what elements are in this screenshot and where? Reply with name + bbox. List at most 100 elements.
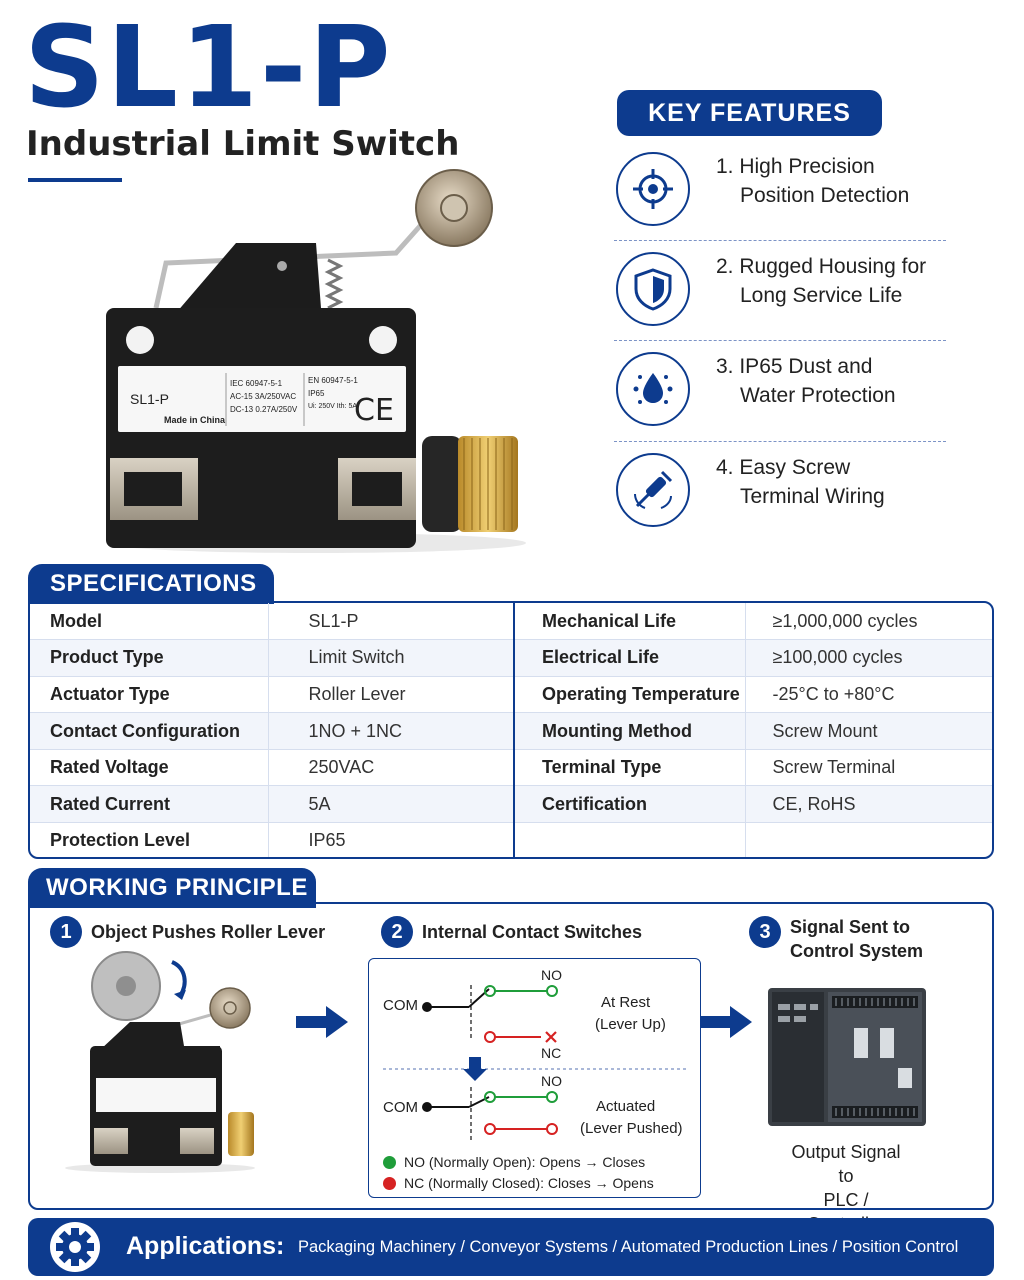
step-label-1: Object Pushes Roller Lever	[91, 922, 326, 942]
com-label: COM	[383, 997, 418, 1014]
label-std-line2: IP65	[308, 389, 325, 398]
actuated-label-line1: Actuated	[596, 1098, 656, 1115]
actuated-label-line2: (Lever Pushed)	[580, 1120, 683, 1137]
table-row: Operating Temperature-25°C to +80°C	[514, 676, 992, 714]
water-drop-icon	[616, 352, 690, 426]
applications-title: Applications:	[126, 1232, 285, 1260]
step-label-3-line2: Control System	[790, 941, 924, 961]
spec-key: Actuator Type	[30, 676, 269, 714]
label-std-line3: Ui: 250V Ith: 5A	[308, 403, 357, 410]
label-spec-line2: AC-15 3A/250VAC	[230, 392, 296, 401]
crosshair-target-icon	[616, 152, 690, 226]
applications-bar: Applications: Packaging Machinery / Conv…	[28, 1218, 994, 1276]
step-number-3: 3	[749, 916, 781, 948]
com-label-actuated: COM	[383, 1099, 418, 1116]
feature-divider	[614, 240, 946, 241]
feature-line1: 2. Rugged Housing for	[716, 255, 927, 278]
legend-no-dot	[383, 1156, 396, 1169]
gear-icon	[50, 1222, 100, 1272]
spec-key: Protection Level	[30, 822, 269, 857]
spec-value: ≥1,000,000 cycles	[745, 603, 992, 641]
step-label-3-line1: Signal Sent to	[790, 917, 911, 937]
flow-arrow-right-icon	[700, 1006, 752, 1038]
label-model: SL1-P	[130, 391, 169, 407]
ce-mark: CE	[354, 393, 394, 428]
spec-key: Operating Temperature	[514, 676, 746, 714]
working-principle-panel	[28, 902, 994, 1210]
step-label-3: Signal Sent to Control System	[790, 915, 923, 963]
legend-no: NO (Normally Open): Opens → Closes	[404, 1154, 646, 1170]
no-label-actuated: NO	[541, 1073, 562, 1089]
spec-value: CE, RoHS	[745, 785, 992, 824]
rest-label-line1: At Rest	[601, 994, 651, 1011]
feature-line2: Position Detection	[740, 184, 910, 207]
applications-list: Packaging Machinery / Conveyor Systems /…	[298, 1238, 959, 1256]
spec-key: Product Type	[30, 639, 269, 677]
spec-value: 5A	[268, 785, 513, 824]
screwdriver-icon	[616, 453, 690, 527]
spec-table-right: Mechanical Life≥1,000,000 cycles Electri…	[513, 603, 992, 857]
output-line1: Output Signal to	[791, 1142, 901, 1186]
label-spec-line1: IEC 60947-5-1	[230, 379, 283, 388]
spec-value: Screw Mount	[745, 712, 992, 750]
title-underline	[28, 178, 122, 182]
spec-key: Rated Current	[30, 785, 269, 824]
step1-illustration	[65, 951, 255, 1173]
spec-key: Mechanical Life	[514, 603, 746, 641]
spec-value: SL1-P	[268, 603, 513, 641]
spec-key: Terminal Type	[514, 749, 746, 787]
label-std-line1: EN 60947-5-1	[308, 376, 358, 385]
page-title: SL1-P	[24, 3, 393, 133]
page-subtitle: Industrial Limit Switch	[26, 124, 460, 164]
contact-diagram: COM NO NC At Rest (Lever Up) COM NO Actu…	[368, 958, 701, 1198]
label-made-in: Made in China	[164, 415, 226, 425]
spec-value: 1NO + 1NC	[268, 712, 513, 750]
spec-value: 250VAC	[268, 749, 513, 787]
flow-arrow-right-icon	[296, 1006, 348, 1038]
table-row: Electrical Life≥100,000 cycles	[514, 639, 992, 677]
key-features-header: KEY FEATURES	[617, 90, 882, 136]
spec-value: Roller Lever	[268, 676, 513, 714]
nc-label: NC	[541, 1045, 562, 1061]
working-principle-header: WORKING PRINCIPLE	[28, 868, 316, 908]
spec-key: Rated Voltage	[30, 749, 269, 787]
label-spec-line3: DC-13 0.27A/250V	[230, 405, 298, 414]
spec-key: Mounting Method	[514, 712, 746, 750]
step-label-2: Internal Contact Switches	[422, 922, 643, 942]
table-row: Mechanical Life≥1,000,000 cycles	[514, 603, 992, 641]
feature-line2: Terminal Wiring	[740, 485, 885, 508]
spec-key: Model	[30, 603, 269, 641]
feature-line1: 1. High Precision	[716, 155, 875, 178]
step-number-2: 2	[381, 916, 413, 948]
step-number-1: 1	[50, 916, 82, 948]
table-row	[514, 822, 992, 857]
spec-key: Certification	[514, 785, 746, 824]
feature-line2: Long Service Life	[740, 284, 903, 307]
legend-nc: NC (Normally Closed): Closes → Opens	[404, 1175, 654, 1191]
spec-key: Electrical Life	[514, 639, 746, 677]
spec-key: Contact Configuration	[30, 712, 269, 750]
spec-value	[745, 822, 992, 857]
spec-key	[514, 822, 746, 857]
contact-schematic	[383, 985, 687, 1141]
shield-icon	[616, 252, 690, 326]
rest-label-line2: (Lever Up)	[595, 1016, 666, 1033]
feature-line1: 4. Easy Screw	[716, 456, 851, 479]
feature-line1: 3. IP65 Dust and	[716, 355, 873, 378]
feature-line2: Water Protection	[740, 384, 896, 407]
feature-divider	[614, 340, 946, 341]
